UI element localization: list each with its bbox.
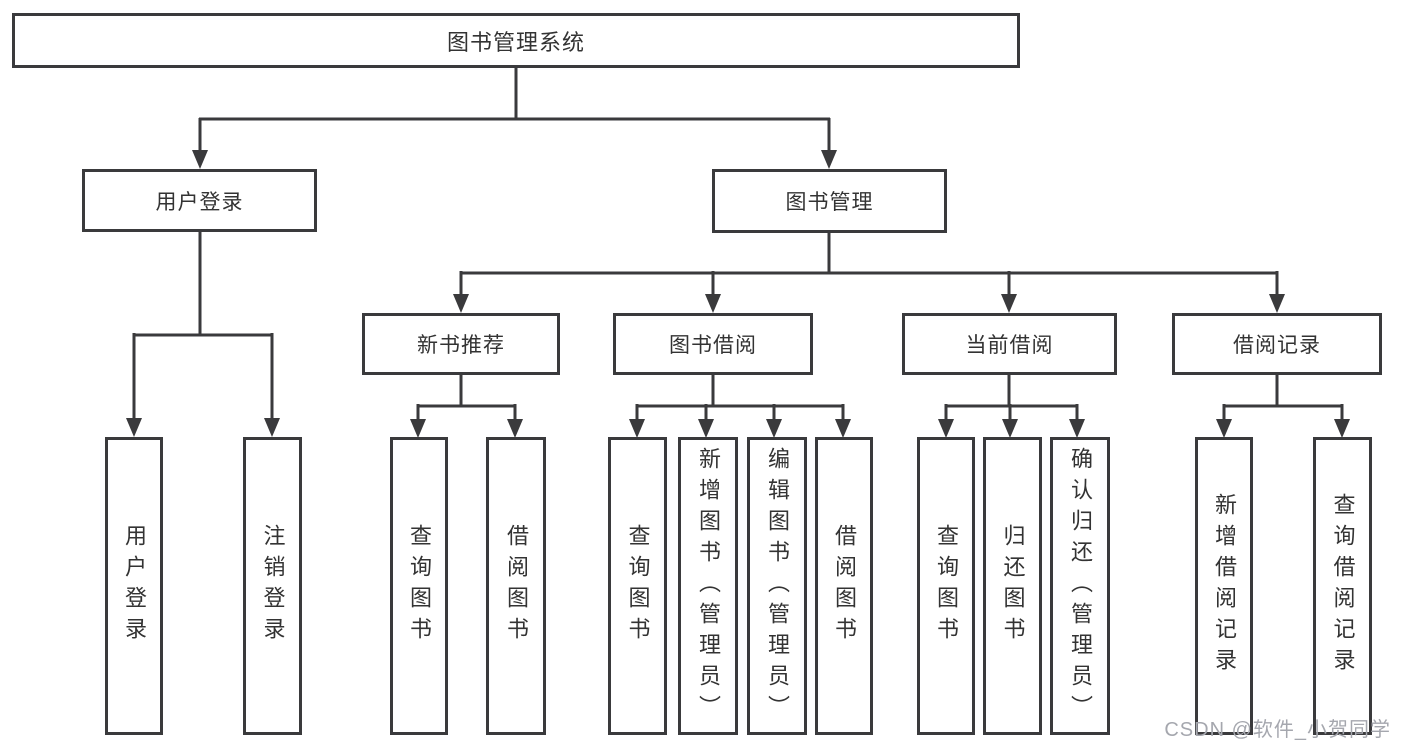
leaf-add-books-admin: 新增图书（管理员） <box>678 437 738 735</box>
node-new-book-recommend-label: 新书推荐 <box>417 334 505 357</box>
node-borrow-records: 借阅记录 <box>1172 313 1382 375</box>
node-root-label: 图书管理系统 <box>446 29 585 55</box>
node-borrow-records-label: 借阅记录 <box>1233 334 1321 357</box>
leaf-confirm-return-admin-label: 确认归还（管理员） <box>1068 446 1093 726</box>
leaf-logout-label: 注销登录 <box>260 524 286 648</box>
leaf-edit-books-admin: 编辑图书（管理员） <box>747 437 807 735</box>
node-book-management-label: 图书管理 <box>785 191 874 214</box>
node-book-management: 图书管理 <box>712 169 947 233</box>
leaf-borrow-books-recommend-label: 借阅图书 <box>504 524 529 648</box>
watermark: CSDN @软件_小贺同学 <box>1164 719 1391 741</box>
node-user-login: 用户登录 <box>82 169 317 232</box>
leaf-confirm-return-admin: 确认归还（管理员） <box>1050 437 1110 735</box>
leaf-borrow-books-recommend: 借阅图书 <box>486 437 546 735</box>
node-user-login-label: 用户登录 <box>155 190 244 214</box>
leaf-add-books-admin-label: 新增图书（管理员） <box>696 446 721 726</box>
leaf-edit-books-admin-label: 编辑图书（管理员） <box>765 446 790 726</box>
node-current-borrow-label: 当前借阅 <box>965 334 1054 357</box>
leaf-query-books-current: 查询图书 <box>917 437 975 735</box>
leaf-logout: 注销登录 <box>243 437 302 735</box>
node-book-borrow-label: 图书借阅 <box>669 334 757 357</box>
leaf-query-books-borrow-label: 查询图书 <box>625 524 651 648</box>
leaf-query-books-recommend-label: 查询图书 <box>407 524 432 648</box>
leaf-query-borrow-record: 查询借阅记录 <box>1313 437 1372 735</box>
leaf-return-books-label: 归还图书 <box>1000 524 1026 648</box>
leaf-query-books-borrow: 查询图书 <box>608 437 667 735</box>
leaf-user-login-label: 用户登录 <box>122 524 147 648</box>
leaf-query-books-recommend: 查询图书 <box>390 437 448 735</box>
node-root: 图书管理系统 <box>12 13 1020 68</box>
leaf-query-books-current-label: 查询图书 <box>934 524 959 648</box>
leaf-query-borrow-record-label: 查询借阅记录 <box>1330 493 1356 679</box>
node-book-borrow: 图书借阅 <box>613 313 813 375</box>
leaf-borrow-books: 借阅图书 <box>815 437 873 735</box>
leaf-user-login: 用户登录 <box>105 437 163 735</box>
leaf-return-books: 归还图书 <box>983 437 1042 735</box>
leaf-borrow-books-label: 借阅图书 <box>832 524 857 648</box>
leaf-add-borrow-record-label: 新增借阅记录 <box>1212 493 1237 679</box>
leaf-add-borrow-record: 新增借阅记录 <box>1195 437 1253 735</box>
node-current-borrow: 当前借阅 <box>902 313 1117 375</box>
node-new-book-recommend: 新书推荐 <box>362 313 560 375</box>
